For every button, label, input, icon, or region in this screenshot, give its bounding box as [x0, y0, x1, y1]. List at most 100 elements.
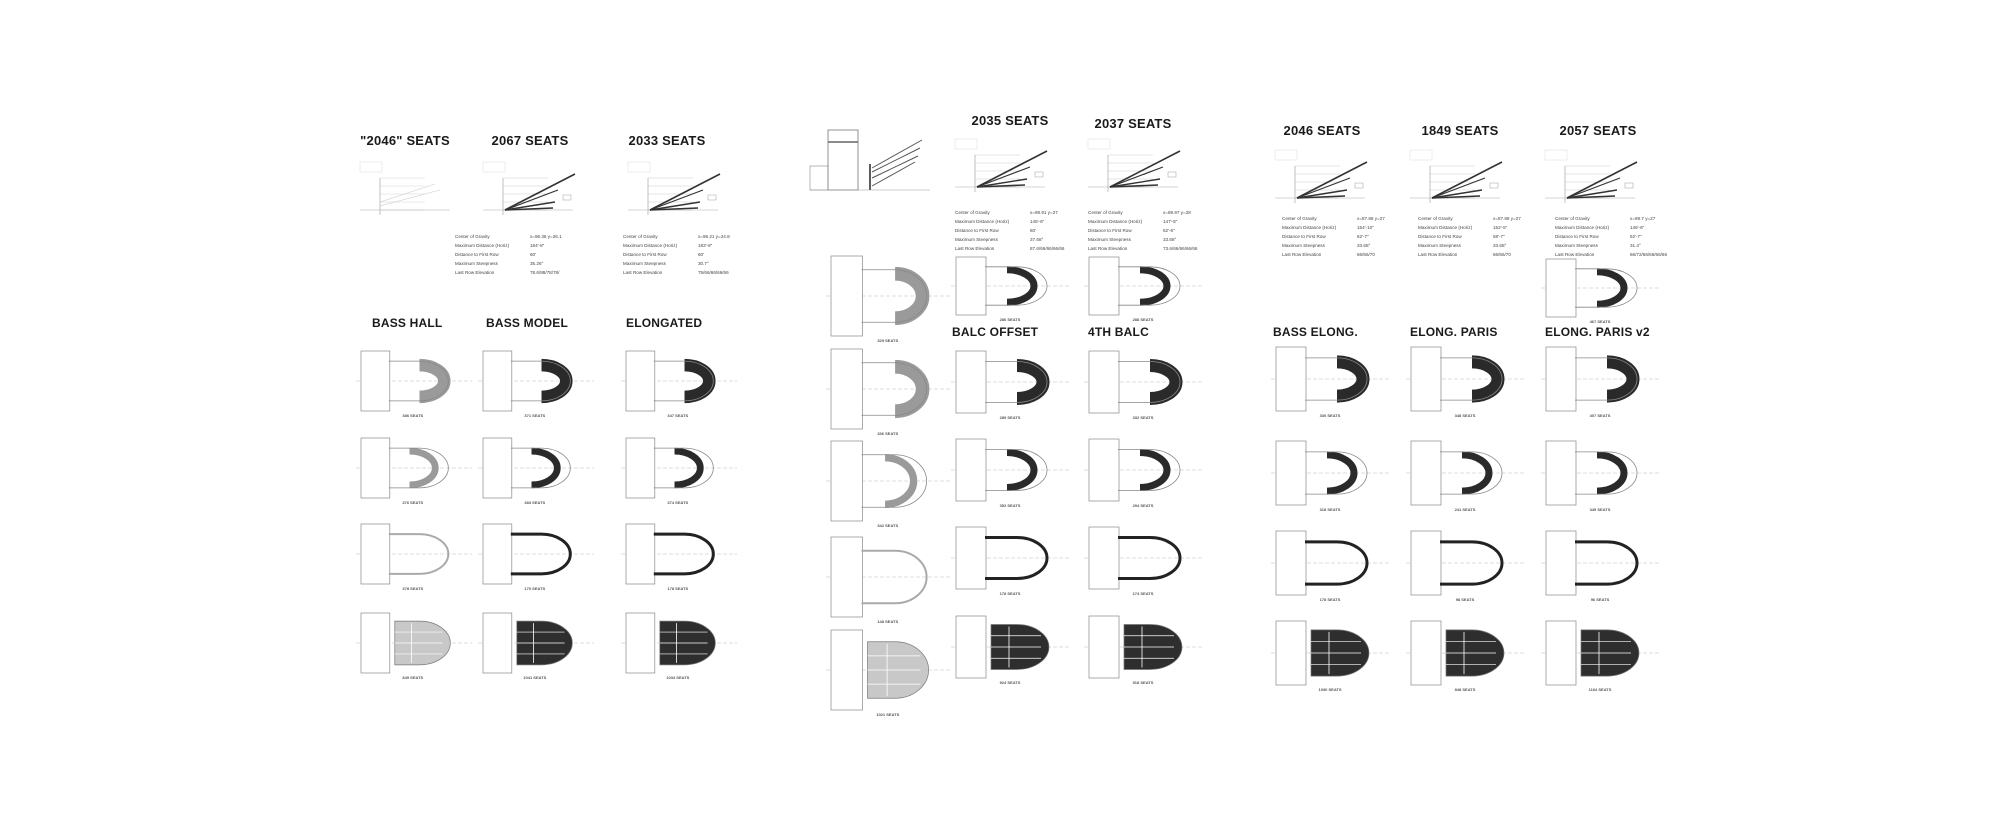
stage	[830, 536, 863, 618]
balcony-rake	[1296, 177, 1351, 199]
hall-section	[1544, 149, 1638, 203]
stat-label: Maximum Distance (Horiz)	[1418, 225, 1473, 230]
stage	[1275, 346, 1307, 412]
seating-block	[884, 454, 918, 508]
seating-plan	[1541, 620, 1661, 686]
stat-value: 58'-7"	[1493, 234, 1505, 239]
stats-row: Maximum Distance (Horiz)147'-5"	[1088, 217, 1198, 226]
stat-label: Maximum Steepness	[455, 261, 498, 266]
stat-label: Distance to First Row	[1088, 228, 1132, 233]
stat-label: Center of Gravity	[955, 210, 990, 215]
plan-seat-count: 924 SEATS	[999, 680, 1021, 685]
plan-seat-count: 289 SEATS	[999, 415, 1021, 420]
stage	[482, 350, 513, 412]
stat-value: 75/66/66/66/66	[698, 270, 729, 275]
stat-label: Maximum Distance (Horiz)	[955, 219, 1010, 224]
stage	[955, 350, 987, 414]
stage	[625, 437, 656, 499]
seating-plan	[356, 612, 472, 674]
balcony-rake	[1296, 161, 1368, 199]
stats-row: Maximum Distance (Horiz) 145'-6"	[955, 217, 1065, 226]
plan-seat-count: 329 SEATS	[877, 338, 899, 343]
plan-seat-count: 148 SEATS	[877, 619, 899, 624]
stat-label: Maximum Steepness	[1418, 243, 1461, 248]
stat-value: x=96.36 y=26.1	[530, 234, 562, 239]
stat-label: Distance to First Row	[1555, 234, 1599, 239]
column-title: 2033 SEATS	[628, 133, 706, 148]
balcony-rail	[985, 536, 1049, 580]
hall-section	[359, 161, 450, 215]
stat-label: Maximum Steepness	[1088, 237, 1131, 242]
balcony-rake	[976, 178, 1028, 188]
stat-value: 35.26°	[530, 261, 544, 266]
plan-seat-count: 1030 SEATS	[1318, 687, 1342, 692]
seating-plan	[621, 612, 737, 674]
balcony-rake	[871, 147, 921, 173]
seating-plan	[951, 438, 1071, 502]
seating-plan	[621, 523, 737, 585]
stage	[625, 350, 656, 412]
seating-plan	[951, 526, 1071, 590]
grid-box	[1409, 149, 1433, 161]
plan-seat-count: 348 SEATS	[1454, 413, 1476, 418]
balcony-rake	[976, 184, 1026, 188]
stage	[1088, 256, 1120, 316]
stat-value: x=89.97 y=28	[1163, 210, 1191, 215]
balcony-rake	[1566, 195, 1616, 199]
balcony-rake	[1431, 161, 1503, 199]
legend-mark	[1489, 182, 1499, 189]
stats-row: Distance to First Row 58'-7"	[1418, 232, 1521, 241]
stat-value: 33.68°	[1493, 243, 1507, 248]
stats-row: Maximum Steepness 33.68°	[1418, 241, 1521, 250]
stat-label: Distance to First Row	[1282, 234, 1326, 239]
seating-block	[419, 358, 451, 404]
stage	[360, 437, 391, 499]
stat-value: 87.6/66/66/66/66	[1030, 246, 1065, 251]
balcony-rail	[1305, 540, 1369, 586]
plan-seat-count: 848 SEATS	[1454, 687, 1476, 692]
plan-seat-count: 178 SEATS	[667, 586, 689, 591]
hall-outline	[388, 447, 449, 489]
stat-label: Distance to First Row	[1418, 234, 1462, 239]
stat-label: Maximum Steepness	[1555, 243, 1598, 248]
plan-seat-count: 96 SEATS	[1590, 597, 1610, 602]
stage	[482, 523, 513, 585]
balcony-rail	[653, 532, 715, 576]
stage	[1410, 346, 1442, 412]
stage	[955, 256, 987, 316]
scheme-title: BASS HALL	[372, 316, 443, 330]
seating-plan	[478, 350, 594, 412]
stat-label: Center of Gravity	[1088, 210, 1123, 215]
seating-plan	[1084, 526, 1204, 590]
stat-value: 78.6/88/78/78/	[530, 270, 560, 275]
seating-plan	[1541, 530, 1661, 596]
stage	[625, 523, 656, 585]
stage	[1410, 440, 1442, 506]
stat-value: x=89.91 y=27	[1030, 210, 1058, 215]
column-title: 1849 SEATS	[1421, 123, 1499, 138]
hall-outline	[1575, 451, 1638, 495]
plan-seat-count: 336 SEATS	[877, 431, 899, 436]
balcony-rake	[1566, 161, 1638, 199]
scheme-title: ELONG. PARIS v2	[1545, 325, 1650, 339]
balcony-rake	[871, 155, 919, 179]
seating-plan	[1271, 440, 1391, 506]
stat-value: 145'-6"	[1030, 219, 1045, 224]
hall-outline	[985, 361, 1048, 403]
seating-plan	[478, 523, 594, 585]
seating-block	[1596, 451, 1628, 495]
column-title: 2035 SEATS	[971, 113, 1049, 128]
hall-outline	[1575, 357, 1638, 401]
hall-section	[1087, 138, 1181, 192]
stat-label: Maximum Distance (Horiz)	[1088, 219, 1143, 224]
stat-label: Center of Gravity	[455, 234, 490, 239]
stage	[482, 437, 513, 499]
